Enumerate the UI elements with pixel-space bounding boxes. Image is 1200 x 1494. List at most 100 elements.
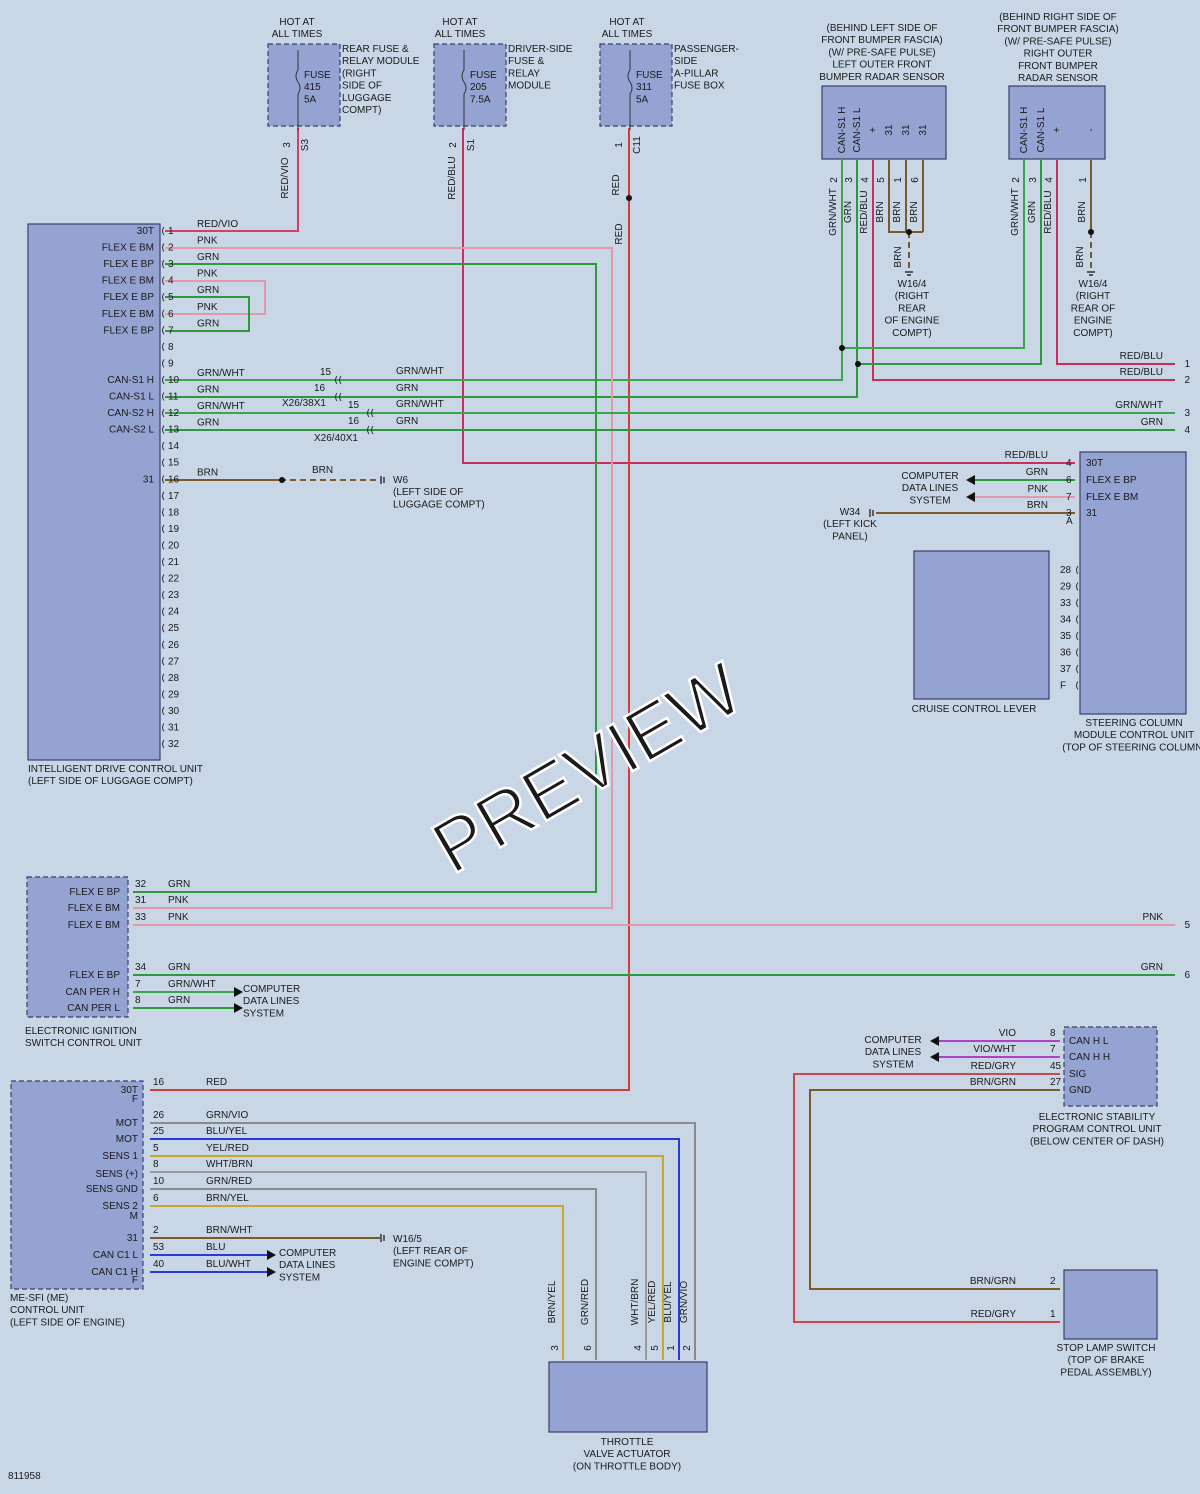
- me-name-line: CONTROL UNIT: [10, 1305, 85, 1316]
- me-pin: 10: [153, 1176, 165, 1187]
- right-edge-wire-label: RED/BLU: [1120, 367, 1163, 378]
- stoplamp-wire-label: RED/GRY: [971, 1309, 1017, 1320]
- radar-left-wire-label: RED/BLU: [859, 190, 870, 233]
- idcu-pin-number: 6: [168, 309, 174, 320]
- idcu-pin-number: 17: [168, 491, 180, 502]
- rear-fuse-desc-line: REAR FUSE &: [342, 44, 409, 55]
- wire-label: GRN: [396, 383, 418, 394]
- radar-left-pin-label: +: [868, 127, 879, 133]
- me-ground-label-line: W16/5: [393, 1234, 422, 1245]
- connector-tick: [162, 590, 165, 600]
- wire-grn-wht: [165, 160, 843, 381]
- radar-left-pin: 4: [860, 177, 871, 183]
- wire-red: [150, 128, 630, 1091]
- eiscu-pin-label: FLEX E BM: [68, 920, 120, 931]
- esp-wire-label: VIO/WHT: [973, 1044, 1016, 1055]
- me-name-line: (LEFT SIDE OF ENGINE): [10, 1317, 125, 1328]
- idcu-pin-number: 4: [168, 276, 174, 287]
- steering-pin: 34: [1060, 615, 1072, 626]
- radar-right-wire-label: GRN/WHT: [1010, 188, 1021, 236]
- radar-left-title-line: BUMPER RADAR SENSOR: [819, 72, 945, 83]
- steering-ground-label-line: W34: [840, 507, 861, 518]
- rear-fuse-rating-line: 5A: [304, 94, 317, 105]
- connector-tick: [335, 392, 338, 402]
- idcu-pin-label: CAN-S2 L: [109, 425, 154, 436]
- steering-data-lines-line: COMPUTER: [901, 471, 958, 482]
- passenger-fuse-rating-line: 5A: [636, 94, 649, 105]
- connector-tick: [162, 425, 165, 434]
- radar-left-pin: 5: [876, 177, 887, 183]
- me-pin-label: CAN C1 L: [93, 1250, 138, 1261]
- driver-fuse-rating-line: FUSE: [470, 70, 497, 81]
- rear-fuse-rating-line: 415: [304, 82, 321, 93]
- esp-wire-label: VIO: [999, 1028, 1016, 1039]
- connector-tick: [162, 226, 165, 236]
- connector-tick: [162, 574, 165, 583]
- steering-pin: 28: [1060, 565, 1072, 576]
- right-edge-ref: 4: [1184, 425, 1190, 436]
- wire-red-vio: [165, 128, 299, 232]
- driver-fuse-desc-line: RELAY: [508, 68, 540, 79]
- radar-left-box: [821, 85, 947, 160]
- radar-right-ground-label-line: COMPT): [1073, 328, 1112, 339]
- arrow-right: [234, 987, 243, 997]
- radar-left-wire-label: GRN: [843, 201, 854, 223]
- idcu-wire-label: GRN: [197, 252, 219, 263]
- arrow-left: [930, 1052, 939, 1062]
- idcu-wire-label: GRN: [197, 318, 219, 329]
- eiscu-wire-label: PNK: [168, 912, 189, 923]
- me-ground-label-line: (LEFT REAR OF: [393, 1246, 468, 1257]
- idcu-pin-number: 18: [168, 507, 180, 518]
- eiscu-wire-label: GRN: [168, 995, 190, 1006]
- driver-fuse-hot-label-line: ALL TIMES: [435, 29, 486, 40]
- idcu-pin-number: 14: [168, 441, 180, 452]
- component-layer: [10, 43, 1187, 1433]
- connector-tick: [162, 292, 165, 302]
- eiscu-pin-label: CAN PER H: [66, 987, 120, 998]
- radar-right-box: [1008, 85, 1106, 160]
- connector-tick: [162, 326, 165, 335]
- connector-tick: [1076, 582, 1079, 591]
- steering-pin: F: [1060, 681, 1066, 692]
- wire-brn-yel: [150, 1205, 564, 1360]
- idcu-box: [27, 223, 161, 761]
- ground-w6-label-line: LUGGAGE COMPT): [393, 499, 485, 510]
- me-pin: 40: [153, 1259, 165, 1270]
- wire-red-blu: [1056, 160, 1175, 365]
- esp-box: [1063, 1026, 1158, 1107]
- me-wire-label: BRN/YEL: [206, 1193, 249, 1204]
- steering-pin-label: FLEX E BP: [1086, 475, 1137, 486]
- idcu-pin-label: 31: [143, 474, 155, 485]
- passenger-fuse-desc-line: A-PILLAR: [674, 68, 718, 79]
- eiscu-wire-label: GRN: [168, 879, 190, 890]
- connector-tick: [162, 739, 165, 749]
- passenger-fuse-pin: C11: [632, 136, 643, 154]
- stoplamp-box: [1063, 1269, 1158, 1340]
- connector-tick: [162, 557, 165, 567]
- radar-left-title-line: FRONT BUMPER FASCIA): [821, 35, 943, 46]
- wire-label: GRN/WHT: [396, 399, 444, 410]
- connector-tick: [162, 623, 165, 633]
- splice-dot: [626, 195, 632, 201]
- connector-tick: [162, 276, 165, 285]
- throttle-name-line: VALVE ACTUATOR: [583, 1449, 670, 1460]
- me-wire-label: BLU/YEL: [206, 1126, 248, 1137]
- connector-tick: [162, 259, 165, 269]
- steering-name-line: MODULE CONTROL UNIT: [1074, 730, 1194, 741]
- idcu-wire-label: PNK: [197, 236, 218, 247]
- right-edge-wire-label: GRN/WHT: [1115, 400, 1163, 411]
- esp-pin: 8: [1050, 1028, 1056, 1039]
- wire-grn: [858, 160, 1042, 365]
- stoplamp-name-line: STOP LAMP SWITCH: [1057, 1343, 1156, 1354]
- eiscu-pin-label: CAN PER L: [67, 1003, 120, 1014]
- driver-fuse-desc-line: MODULE: [508, 81, 551, 92]
- throttle-name-line: THROTTLE: [601, 1437, 654, 1448]
- idcu-pin-number: 26: [168, 640, 180, 651]
- esp-wire-label: RED/GRY: [971, 1061, 1017, 1072]
- right-edge-ref: 1: [1184, 359, 1190, 370]
- idcu-pin-number: 2: [168, 243, 174, 254]
- passenger-fuse-hot-label-line: ALL TIMES: [602, 29, 653, 40]
